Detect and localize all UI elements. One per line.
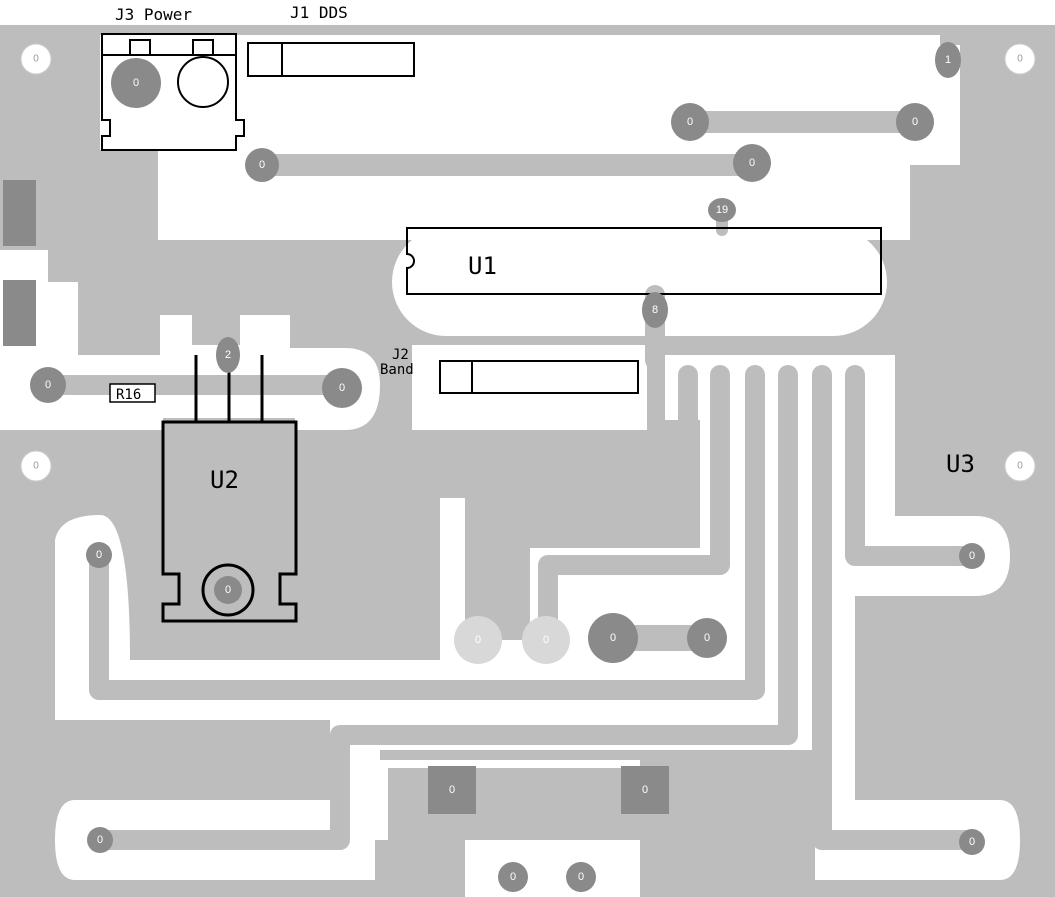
pad-u1-pin8-label: 8 bbox=[652, 304, 658, 316]
pad-left-mid-label: 0 bbox=[96, 549, 102, 561]
j3-label: J3 Power bbox=[115, 5, 192, 24]
mounting-hole-top-right bbox=[1004, 43, 1036, 75]
pad-a-label: 0 bbox=[687, 116, 693, 128]
pad-u2-tab bbox=[214, 576, 242, 604]
pad-right-bottom-label: 0 bbox=[969, 836, 975, 848]
pad-pin1 bbox=[935, 42, 961, 78]
r16-outline bbox=[109, 383, 156, 403]
j1-dds-header bbox=[247, 42, 415, 77]
mounting-hole-mid-left bbox=[20, 450, 52, 482]
edge-pad-bottom bbox=[3, 280, 36, 346]
pad-bottom-2-label: 0 bbox=[578, 871, 584, 883]
pad-u1-pin19 bbox=[708, 198, 736, 222]
pad-light-1 bbox=[454, 616, 502, 664]
pad-c-label: 0 bbox=[259, 159, 265, 171]
j3-pad-1-label: 0 bbox=[133, 77, 139, 89]
pad-left-mid bbox=[86, 542, 112, 568]
mounting-hole-top-right-label: 0 bbox=[1017, 54, 1023, 65]
j2-label-line2: Band bbox=[380, 362, 414, 378]
mounting-holes: 0 0 0 0 bbox=[20, 43, 1036, 482]
pad-right-mid-label: 0 bbox=[969, 550, 975, 562]
pad-large-2-label: 0 bbox=[704, 632, 710, 644]
pad-square-2-label: 0 bbox=[642, 784, 648, 796]
pad-pin1-label: 1 bbox=[945, 54, 951, 66]
pad-a bbox=[671, 103, 709, 141]
u3-label: U3 bbox=[946, 450, 975, 478]
mounting-hole-mid-right bbox=[1004, 450, 1036, 482]
pad-right-bottom bbox=[959, 829, 985, 855]
mounting-hole-mid-right-label: 0 bbox=[1017, 461, 1023, 472]
pad-u2-pin2 bbox=[216, 337, 240, 373]
u2-label: U2 bbox=[210, 466, 239, 494]
pad-d bbox=[733, 144, 771, 182]
pad-b bbox=[896, 103, 934, 141]
header-pin-slots bbox=[678, 368, 865, 400]
pad-right-mid bbox=[959, 543, 985, 569]
pad-r16-right-label: 0 bbox=[339, 382, 345, 394]
traces bbox=[38, 111, 982, 850]
pad-light-1-label: 0 bbox=[475, 634, 481, 646]
pad-bottom-1 bbox=[498, 862, 528, 892]
pad-u1-pin19-label: 19 bbox=[716, 204, 728, 216]
pad-r16-left bbox=[30, 367, 66, 403]
mounting-hole-top-left bbox=[20, 43, 52, 75]
pad-r16-left-label: 0 bbox=[45, 379, 51, 391]
pad-u2-tab-label: 0 bbox=[225, 584, 231, 596]
j2-label-line1: J2 bbox=[392, 347, 409, 363]
j1-label: J1 DDS bbox=[290, 3, 348, 22]
u1-label: U1 bbox=[468, 252, 497, 280]
u1-ic-outline bbox=[406, 227, 882, 295]
pad-u1-pin8 bbox=[642, 292, 668, 328]
pad-large-1-label: 0 bbox=[610, 632, 616, 644]
r16-label: R16 bbox=[116, 387, 141, 403]
mounting-hole-top-left-label: 0 bbox=[33, 54, 39, 65]
j3-power-connector bbox=[101, 33, 245, 151]
u2-regulator bbox=[161, 355, 298, 623]
pad-r16-right bbox=[322, 368, 362, 408]
pad-left-bottom-label: 0 bbox=[97, 834, 103, 846]
pad-d-label: 0 bbox=[749, 157, 755, 169]
j3-pad-1 bbox=[111, 58, 161, 108]
pad-bottom-1-label: 0 bbox=[510, 871, 516, 883]
pad-light-2 bbox=[522, 616, 570, 664]
pad-c bbox=[245, 148, 279, 182]
mounting-hole-mid-left-label: 0 bbox=[33, 461, 39, 472]
pad-left-bottom bbox=[87, 827, 113, 853]
pad-large-2 bbox=[687, 618, 727, 658]
pad-light-2-label: 0 bbox=[543, 634, 549, 646]
j2-band-header bbox=[439, 360, 639, 394]
pad-square-2 bbox=[621, 766, 669, 814]
pad-bottom-2 bbox=[566, 862, 596, 892]
pad-large-1 bbox=[588, 613, 638, 663]
pad-b-label: 0 bbox=[912, 116, 918, 128]
edge-pad-top bbox=[3, 180, 36, 246]
pad-square-1-label: 0 bbox=[449, 784, 455, 796]
pads: 2 19 8 1 0 0 0 0 0 0 0 0 0 0 0 0 0 0 bbox=[30, 42, 985, 892]
pad-square-1 bbox=[428, 766, 476, 814]
pad-u2-pin2-label: 2 bbox=[225, 349, 231, 361]
